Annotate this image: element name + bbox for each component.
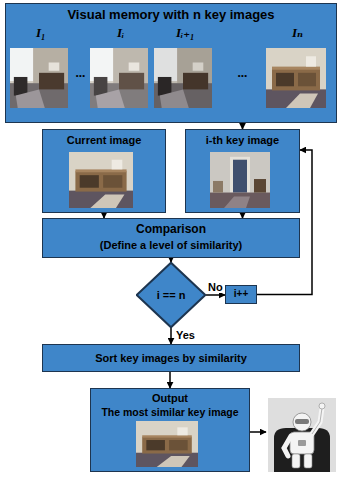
process-box: i++	[225, 285, 257, 304]
key-image-photo	[210, 152, 270, 208]
process-box: i-th key image	[185, 129, 300, 213]
flow-arrow	[206, 294, 225, 296]
process-box: Sort key images by similarity	[42, 344, 300, 372]
process-box: Comparison (Define a level of similarity)	[42, 218, 300, 258]
node-text: The most similar key image	[91, 406, 249, 418]
ellipsis-label: ...	[238, 66, 248, 80]
diamond-shape	[137, 263, 206, 328]
flow-arrow	[169, 372, 171, 388]
key-image-photo	[90, 48, 148, 108]
node-heading: i == n	[136, 289, 206, 302]
image-label: Iₙ	[292, 26, 303, 40]
node-heading: i-th key image	[186, 134, 299, 147]
node-heading: Output	[91, 392, 249, 405]
image-label: I₁	[36, 26, 46, 40]
edge-label: No	[207, 281, 224, 293]
process-box: Current image	[42, 129, 166, 213]
image-label: Iᵢ	[117, 26, 124, 40]
output-image-photo	[136, 421, 198, 467]
key-image-photo	[154, 48, 212, 108]
output-box: OutputThe most similar key image	[90, 388, 250, 472]
key-image-photo	[266, 48, 326, 108]
memory-panel: Visual memory with n key images	[5, 3, 337, 123]
node-heading: i++	[226, 288, 256, 300]
node-heading: Comparison	[43, 223, 299, 237]
node-heading: Current image	[43, 134, 165, 147]
node-heading: Visual memory with n key images	[6, 8, 336, 23]
node-heading: Sort key images by similarity	[43, 352, 299, 365]
pointer-arrow	[249, 431, 266, 433]
edge-label: Yes	[175, 329, 196, 341]
node-text: (Define a level of similarity)	[43, 239, 299, 252]
current-image-photo	[69, 152, 133, 208]
decision-diamond: i == n	[136, 262, 206, 328]
robot-photo	[268, 398, 336, 472]
flow-arrow	[170, 328, 172, 344]
ellipsis-label: ...	[76, 66, 86, 80]
image-label: Iᵢ₊₁	[176, 26, 195, 40]
key-image-photo	[10, 48, 68, 108]
